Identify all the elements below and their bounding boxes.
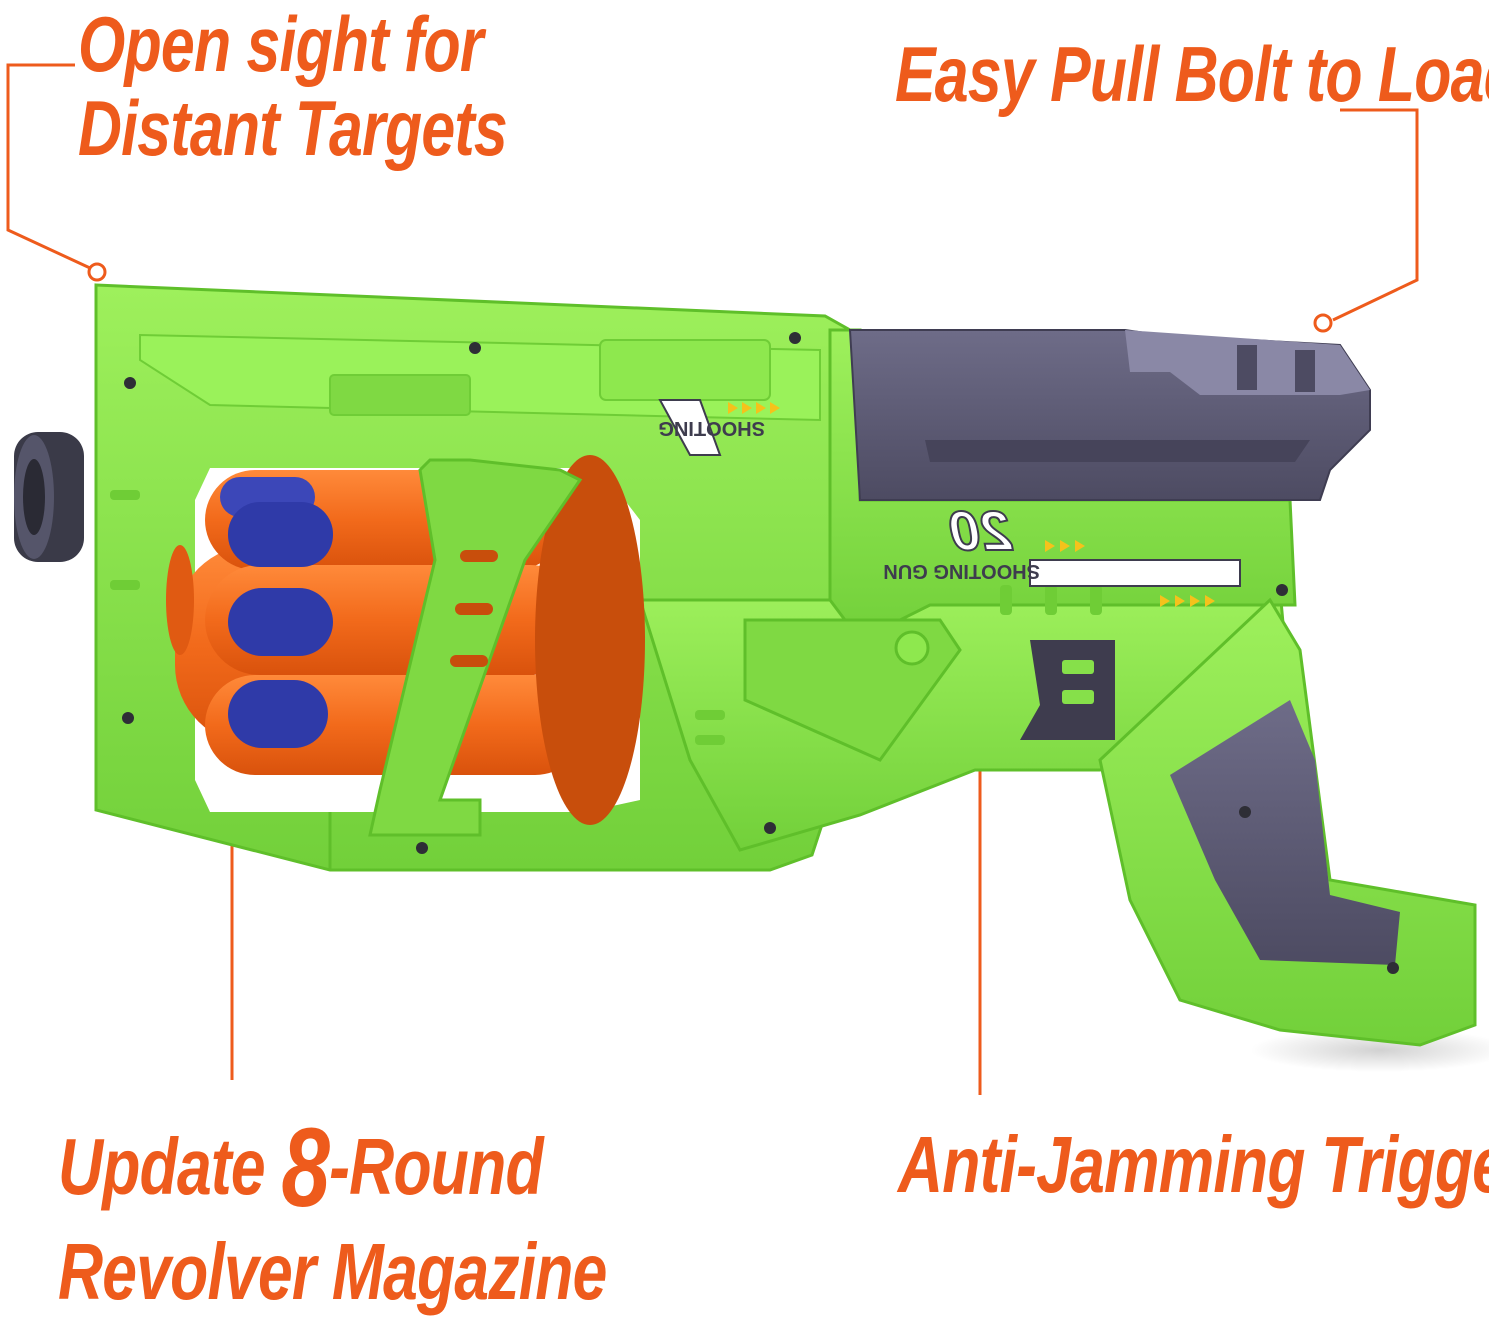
decal-model-number: 20: [950, 499, 1013, 562]
foam-dart-icon: [220, 477, 333, 748]
callout-open-sight: Open sight for Distant Targets: [78, 0, 508, 173]
callout-magazine-line1: Update 8-Round: [58, 1105, 607, 1230]
decal-body-text: SHOOTING GUN: [883, 560, 1040, 582]
decal-barrel: SHOOTING: [658, 399, 780, 456]
callout-magazine-pre: Update: [58, 1122, 282, 1211]
callout-magazine-line2: Revolver Magazine: [58, 1226, 607, 1316]
muzzle: [14, 432, 84, 562]
bolt-leader-line: [1332, 108, 1419, 322]
callout-magazine: Update 8-Round Revolver Magazine: [58, 1105, 607, 1316]
callout-magazine-post: -Round: [329, 1122, 543, 1211]
drum-strap: [368, 458, 583, 837]
callout-open-sight-line2: Distant Targets: [78, 84, 508, 173]
callout-open-sight-line1: Open sight for: [78, 0, 484, 88]
callout-magazine-number: 8: [281, 1105, 330, 1230]
trigger-guard: [1020, 640, 1115, 740]
callout-pull-bolt: Easy Pull Bolt to Load: [895, 32, 1489, 116]
callout-trigger: Anti-Jamming Trigger: [898, 1120, 1489, 1209]
callout-pull-bolt-line1: Easy Pull Bolt to Load: [895, 30, 1489, 118]
sight-leader-line: [6, 63, 91, 270]
decal-barrel-text: SHOOTING: [658, 417, 765, 439]
callout-trigger-line1: Anti-Jamming Trigger: [898, 1120, 1489, 1209]
bolt-slide: [848, 329, 1371, 501]
decal-model: 20 SHOOTING GUN: [883, 498, 1241, 607]
